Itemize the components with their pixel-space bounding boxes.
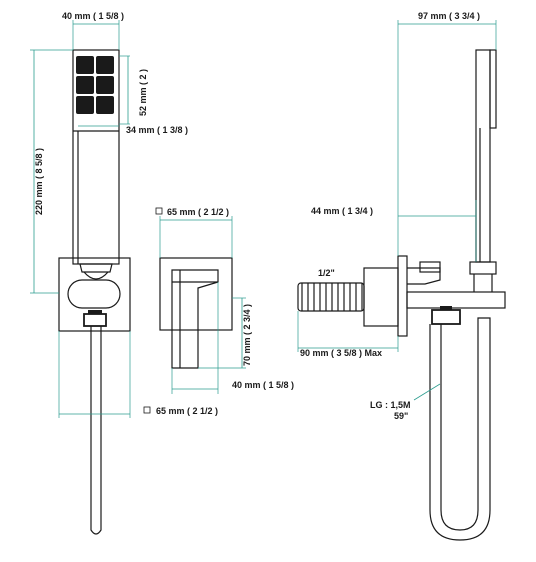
wall-flange — [397, 255, 408, 337]
holder-cup-side — [469, 261, 497, 275]
dim-spray-face: 52 mm ( 2 ) — [138, 69, 148, 116]
outlet-bar — [406, 291, 506, 309]
dim-plate-valve: 65 mm ( 2 1/2 ) — [167, 207, 229, 217]
hose-loop — [429, 317, 491, 541]
hose-length-label: LG : 1,5M — [370, 400, 411, 410]
threaded-body — [297, 282, 365, 312]
dim-total-depth: 97 mm ( 3 3/4 ) — [418, 11, 480, 21]
holder-ring — [67, 279, 121, 309]
valve-lever — [171, 269, 219, 369]
hose-left — [90, 326, 102, 535]
hose-connector — [431, 309, 461, 325]
valve-side-view: 65 mm ( 2 1/2 ) 70 mm ( 2 3/4 ) 40 mm ( … — [155, 207, 294, 394]
thread-size-label: 1/2" — [318, 268, 335, 278]
spray-nozzle-grid — [76, 56, 114, 114]
outlet-elbow — [407, 267, 441, 285]
handshower-side — [475, 49, 491, 263]
valve-wall-plate — [159, 257, 233, 331]
holder-wall-plate — [58, 257, 131, 332]
dim-wall-projection: 44 mm ( 1 3/4 ) — [311, 206, 373, 216]
hose-nut — [83, 313, 107, 327]
dim-handshower-width: 40 mm ( 1 5/8 ) — [62, 11, 124, 21]
dim-body-depth: 90 mm ( 3 5/8 ) Max — [300, 348, 382, 358]
handshower-front-view: 40 mm ( 1 5/8 ) 220 mm ( 8 5/8 ) 52 mm (… — [30, 11, 218, 535]
dim-handshower-height: 220 mm ( 8 5/8 ) — [34, 148, 44, 215]
dim-lever-height: 70 mm ( 2 3/4 ) — [242, 304, 252, 366]
valve-housing — [363, 267, 399, 327]
dim-lever-depth: 40 mm ( 1 5/8 ) — [232, 380, 294, 390]
assembly-side-view: 97 mm ( 3 3/4 ) 44 mm ( 1 3/4 ) 1/2" 90 … — [297, 11, 506, 541]
hose-length-inches: 59" — [394, 411, 408, 421]
dim-handle-width: 34 mm ( 1 3/8 ) — [126, 125, 188, 135]
dim-plate-holder: 65 mm ( 2 1/2 ) — [156, 406, 218, 416]
holder-cup — [79, 263, 113, 273]
